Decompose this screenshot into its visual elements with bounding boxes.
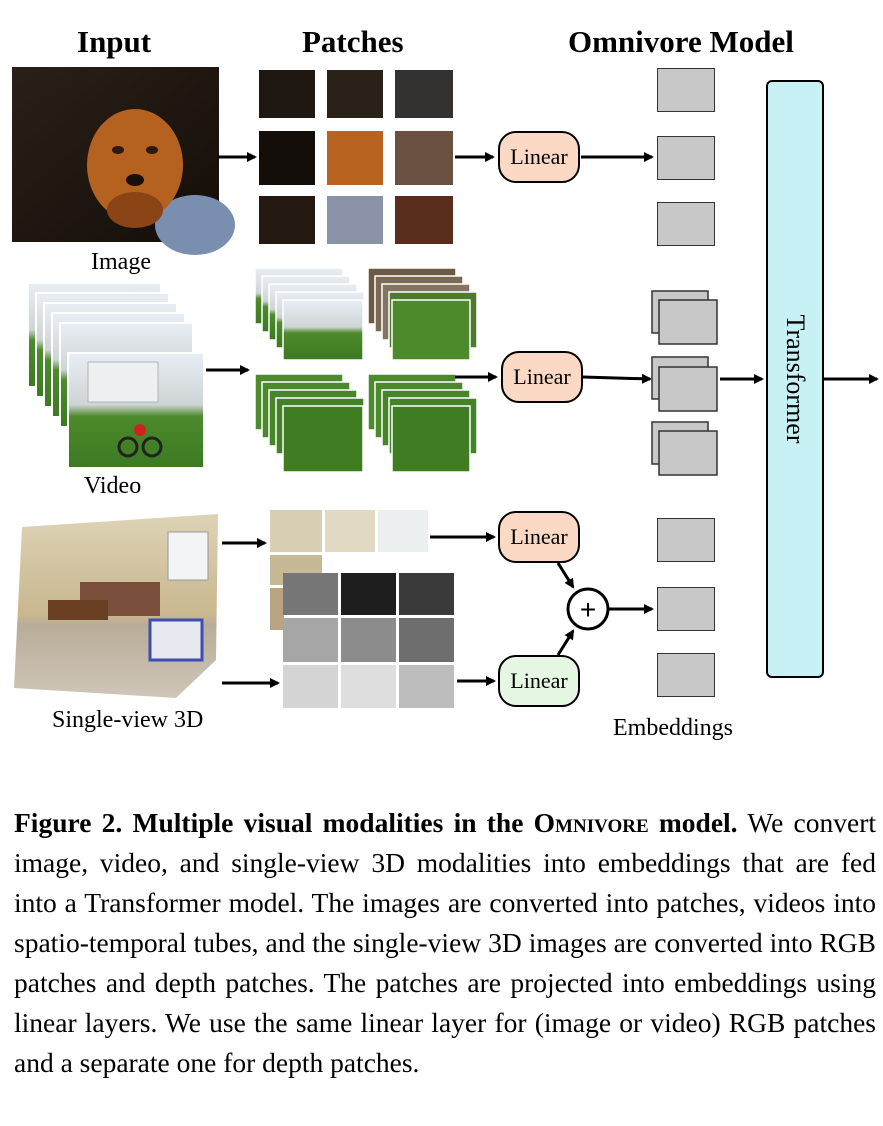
depth-patch	[283, 665, 338, 708]
caption-title-model: Omnivore	[533, 807, 649, 838]
linear-layer-rgb: Linear	[498, 511, 580, 563]
image-patch	[327, 131, 383, 185]
embedding-token	[657, 653, 715, 697]
figure-caption: Figure 2. Multiple visual modalities in …	[14, 803, 876, 1083]
caption-title-prefix: Figure 2. Multiple visual modalities in …	[14, 807, 534, 838]
image-patch	[259, 196, 315, 244]
depth-patches	[283, 573, 454, 708]
image-patch	[395, 131, 453, 185]
arrow	[556, 562, 575, 589]
rgb-patch	[378, 510, 428, 552]
caption-title-suffix: model.	[648, 807, 738, 838]
image-label: Image	[91, 249, 151, 275]
image-patch	[395, 70, 453, 118]
embedding-token	[657, 587, 715, 631]
image-patch	[327, 70, 383, 118]
rgb-patch	[270, 510, 322, 552]
image-patch	[327, 196, 383, 244]
depth-patch	[399, 618, 454, 662]
video-frames	[27, 282, 205, 469]
embeddings-label: Embeddings	[613, 715, 733, 741]
linear-layer-depth: Linear	[498, 655, 580, 707]
linear-layer-video: Linear	[501, 351, 583, 403]
depth-patch	[283, 618, 338, 662]
diagram-canvas: +	[12, 67, 879, 708]
caption-body: We convert image, video, and single-view…	[14, 807, 876, 1078]
depth-patch	[341, 573, 396, 615]
rgb-patches	[270, 510, 428, 630]
embedding-token	[657, 136, 715, 180]
linear-layer-image: Linear	[498, 131, 580, 183]
rgb-patch	[270, 588, 284, 630]
image-patch	[259, 131, 315, 185]
patches-header: Patches	[302, 24, 404, 59]
image-patch	[259, 70, 315, 118]
depth-patch	[399, 573, 454, 615]
svg-text:+: +	[580, 594, 596, 625]
flow-arrows	[206, 152, 879, 688]
transformer-block: Transformer	[766, 80, 824, 678]
room-image	[14, 514, 218, 698]
depth-patch	[399, 665, 454, 708]
depth-patch	[283, 573, 338, 615]
video-label: Video	[84, 473, 142, 499]
image-patches	[259, 70, 453, 244]
single-view-3d-label: Single-view 3D	[52, 707, 204, 733]
sum-operator: +	[566, 587, 610, 631]
depth-patch	[341, 618, 396, 662]
arrow	[556, 629, 575, 656]
arrow	[582, 373, 652, 384]
embedding-token	[657, 518, 715, 562]
rgb-patch	[325, 510, 375, 552]
video-embeddings	[651, 290, 718, 476]
image-patch	[395, 196, 453, 244]
input-header: Input	[77, 24, 152, 59]
depth-patch	[341, 665, 396, 708]
omnivore-model-header: Omnivore Model	[568, 24, 794, 59]
embedding-token	[657, 68, 715, 112]
transformer-label: Transformer	[781, 314, 810, 444]
video-tubes	[254, 267, 478, 473]
dog-image	[12, 67, 235, 255]
embedding-token	[657, 202, 715, 246]
